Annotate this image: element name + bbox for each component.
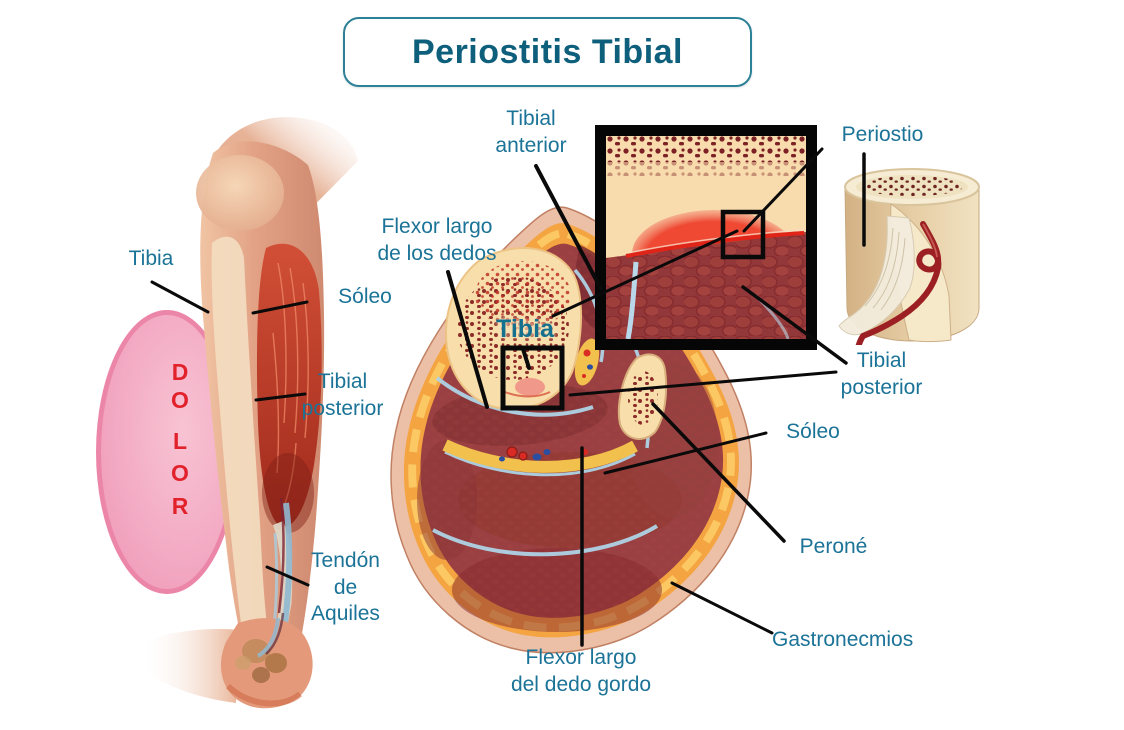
inset-content [606, 136, 806, 339]
label-tibial-anterior: Tibial anterior [495, 107, 567, 157]
label-flexor-largo-dedos: Flexor largo de los dedos [377, 215, 497, 265]
fibula-marrow [628, 371, 658, 425]
bone-cylinder-illustration [838, 168, 980, 345]
label-gastronecmios: Gastronecmios [772, 628, 914, 651]
pain-letter-d: D [171, 359, 189, 385]
label-flexor-dedo-gordo: Flexor largo del dedo gordo [510, 646, 652, 696]
cylinder-marrow-speckle [860, 176, 964, 196]
leg-illustration [140, 117, 358, 709]
calf-muscle-red [256, 243, 322, 527]
label-soleo-right: Sóleo [786, 420, 840, 443]
knee-knob [196, 155, 284, 231]
label-periostio: Periostio [841, 123, 924, 146]
inflamed-spot [515, 378, 545, 396]
label-perone: Peroné [799, 535, 868, 558]
title-box: Periostitis Tibial [343, 17, 752, 87]
label-tendon-aquiles: Tendón de Aquiles [311, 549, 380, 626]
pain-letter-o2: O [171, 460, 189, 486]
label-tibial-posterior-left: Tibial posterior [301, 370, 384, 420]
label-soleo-left: Sóleo [338, 285, 392, 308]
tarsal-bone [242, 639, 270, 663]
blood-vessel [855, 221, 942, 345]
label-tibial-posterior-right: Tibial posterior [840, 349, 923, 399]
page-title: Periostitis Tibial [411, 32, 683, 71]
periosteum-flap [838, 215, 915, 336]
pain-letter-r: R [171, 493, 189, 519]
tibia-strip [211, 236, 267, 631]
magnified-inset-box [595, 125, 817, 350]
label-tibia-bone: Tibia [496, 315, 554, 343]
periosteum-fibers [864, 227, 906, 311]
vessels [499, 446, 588, 462]
label-tibia-left: Tibia [128, 247, 174, 270]
pain-letter-l: L [172, 428, 188, 454]
trabecular-bone-texture [606, 136, 806, 162]
foot-front [140, 629, 240, 703]
pain-letter-o1: O [171, 387, 189, 413]
tendon-blue-line [282, 502, 293, 624]
